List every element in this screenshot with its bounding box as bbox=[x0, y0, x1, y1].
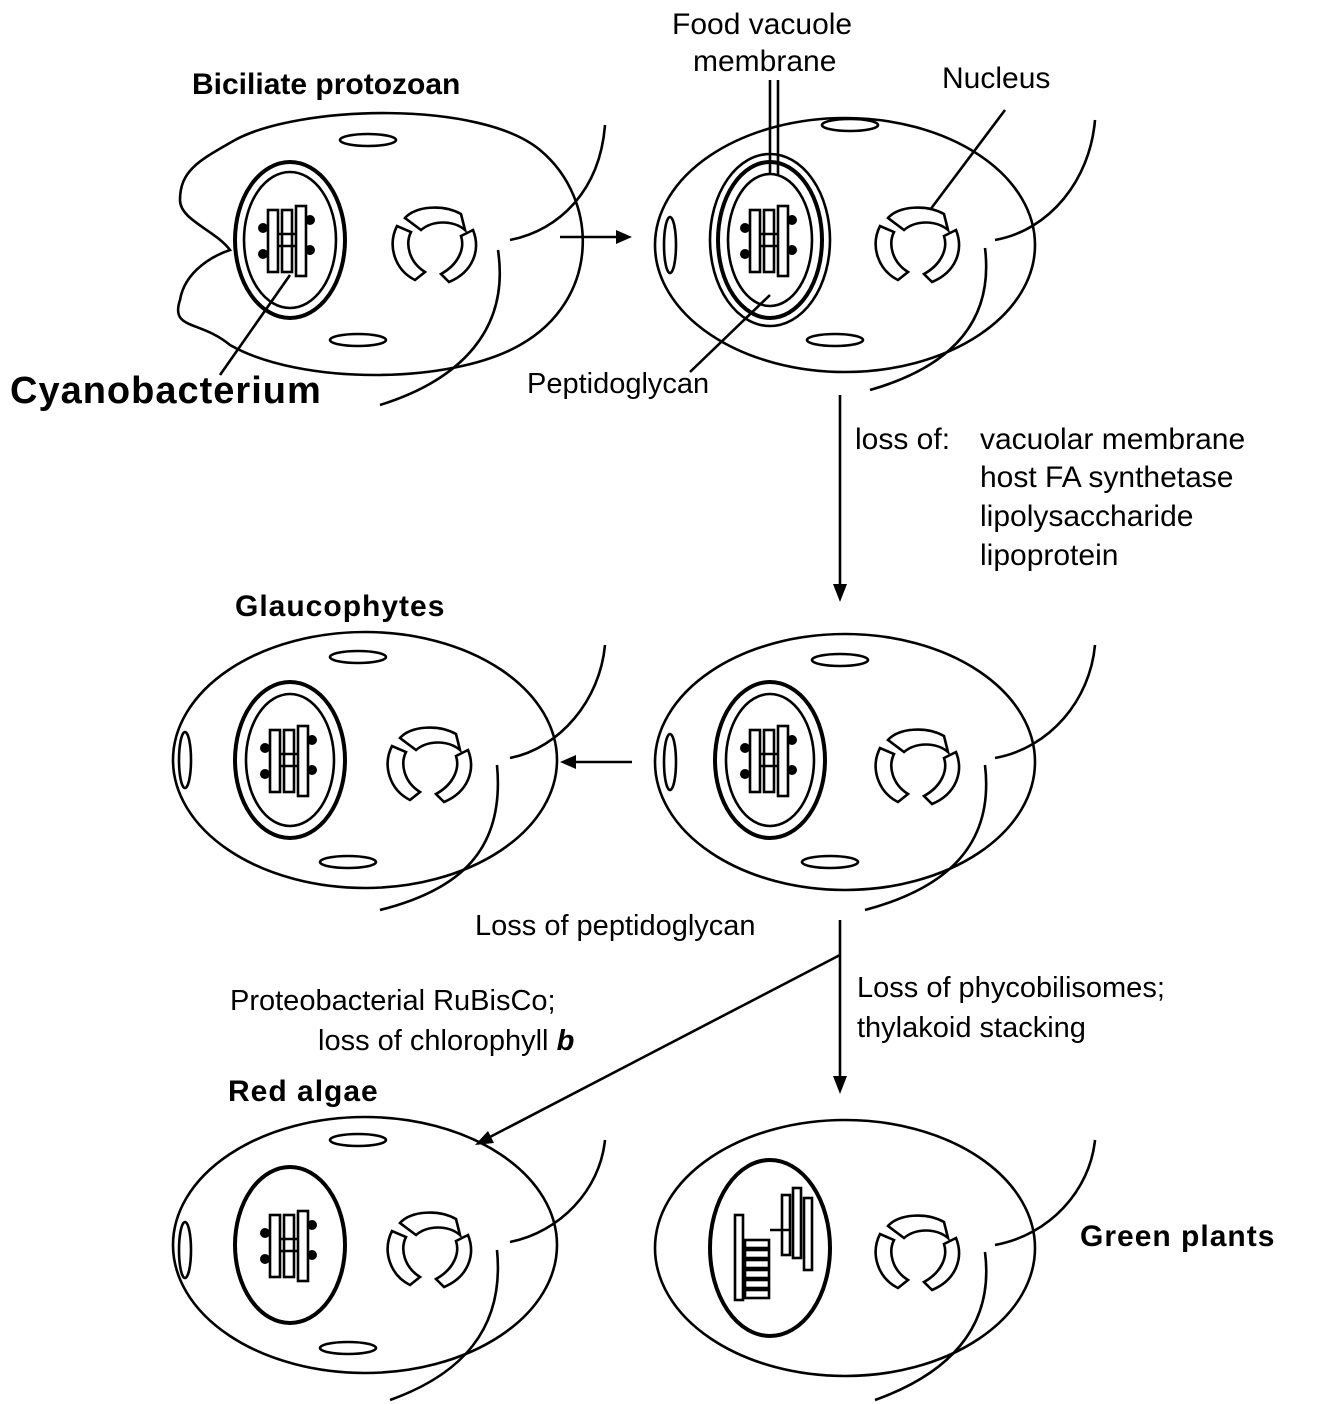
label-nucleus: Nucleus bbox=[942, 62, 1050, 97]
chlorophyll-b-letter: b bbox=[557, 1025, 575, 1057]
cell-vacuole-stage bbox=[655, 118, 1095, 390]
cell-intermediate bbox=[655, 634, 1095, 910]
label-thylakoid-stacking: thylakoid stacking bbox=[857, 1012, 1086, 1045]
label-loss-of: loss of: bbox=[855, 423, 950, 458]
cell-green-plants bbox=[655, 1120, 1095, 1400]
label-proteobacterial-rubisco: Proteobacterial RuBisCo; bbox=[230, 985, 556, 1018]
loss-item: host FA synthetase bbox=[980, 461, 1234, 496]
leader-lines bbox=[220, 80, 1005, 375]
cell-biciliate-protozoan bbox=[178, 113, 605, 405]
loss-chlorophyll-text: loss of chlorophyll bbox=[318, 1025, 549, 1057]
label-green-plants: Green plants bbox=[1080, 1220, 1275, 1255]
leader-cyanobacterium bbox=[220, 275, 290, 375]
label-glaucophytes: Glaucophytes bbox=[235, 590, 445, 625]
loss-item: lipolysaccharide bbox=[980, 500, 1193, 535]
label-loss-phycobilisomes: Loss of phycobilisomes; bbox=[857, 972, 1165, 1005]
label-loss-peptidoglycan: Loss of peptidoglycan bbox=[475, 910, 756, 943]
label-cyanobacterium: Cyanobacterium bbox=[10, 370, 322, 414]
label-food-vacuole-membrane: membrane bbox=[693, 45, 836, 80]
leader-nucleus bbox=[930, 110, 1005, 210]
label-loss-chlorophyll: loss of chlorophyll b bbox=[318, 1025, 574, 1058]
loss-item: lipoprotein bbox=[980, 539, 1118, 574]
label-peptidoglycan: Peptidoglycan bbox=[527, 368, 709, 401]
cell-red-algae bbox=[173, 1117, 605, 1400]
leader-peptidoglycan bbox=[690, 295, 770, 372]
loss-item: vacuolar membrane bbox=[980, 423, 1245, 458]
cell-glaucophytes bbox=[173, 632, 605, 910]
label-red-algae: Red algae bbox=[228, 1075, 379, 1110]
label-biciliate-protozoan: Biciliate protozoan bbox=[192, 68, 460, 103]
label-food-vacuole: Food vacuole bbox=[672, 8, 852, 43]
